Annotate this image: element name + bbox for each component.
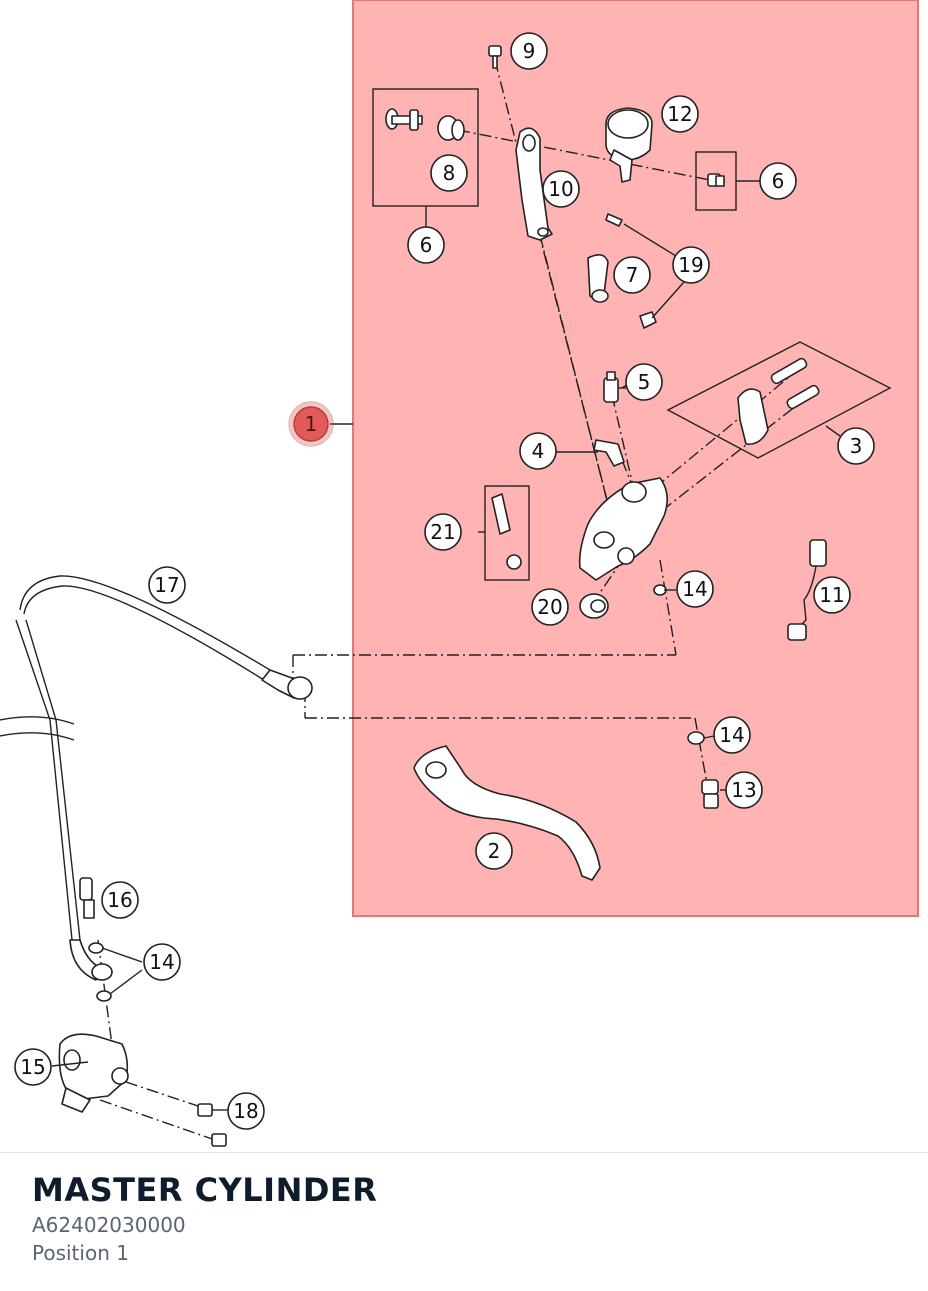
callout-6-left[interactable]: 6	[407, 226, 445, 264]
svg-text:15: 15	[20, 1055, 45, 1079]
slave-cylinder-part-15	[58, 1033, 129, 1113]
svg-text:14: 14	[682, 577, 707, 601]
bracket-part-10	[515, 127, 553, 241]
callout-19[interactable]: 19	[672, 246, 710, 284]
svg-text:11: 11	[819, 583, 844, 607]
pin-part-21	[491, 493, 522, 570]
svg-text:10: 10	[548, 177, 573, 201]
callout-10[interactable]: 10	[542, 170, 580, 208]
callout-8[interactable]: 8	[430, 154, 468, 192]
master-cylinder-body	[578, 477, 668, 581]
bolt-part-13	[701, 779, 719, 809]
callout-14-upper[interactable]: 14	[676, 570, 714, 608]
svg-text:14: 14	[149, 950, 174, 974]
washer-part-14-lower	[687, 731, 705, 745]
svg-text:17: 17	[154, 573, 179, 597]
svg-text:2: 2	[488, 839, 501, 863]
clamp-part-3	[737, 357, 820, 446]
callout-16[interactable]: 16	[101, 881, 139, 919]
assembly-title: MASTER CYLINDER	[32, 1171, 378, 1209]
callout-15[interactable]: 15	[14, 1048, 52, 1086]
screw-part-9	[488, 45, 502, 69]
callout-9[interactable]: 9	[510, 32, 548, 70]
svg-text:20: 20	[537, 595, 562, 619]
hose-part-7	[587, 254, 609, 303]
svg-text:6: 6	[420, 233, 433, 257]
svg-text:13: 13	[731, 778, 756, 802]
svg-text:16: 16	[107, 888, 132, 912]
svg-text:5: 5	[638, 370, 651, 394]
svg-text:4: 4	[532, 439, 545, 463]
parts-diagram: 1 9 12 8 6 10 6 19 7 5 3 4 21 17 14 11 2…	[0, 0, 919, 1147]
svg-text:19: 19	[678, 253, 703, 277]
part-number: A62402030000	[32, 1213, 186, 1237]
callout-17[interactable]: 17	[148, 566, 186, 604]
callout-20[interactable]: 20	[531, 588, 569, 626]
bolts-part-18	[197, 1103, 227, 1147]
grommet-part-20	[579, 593, 609, 619]
callout-6-right[interactable]: 6	[759, 162, 797, 200]
sensor-part-11	[787, 539, 827, 641]
part-3-frame	[666, 341, 892, 459]
svg-text:3: 3	[850, 434, 863, 458]
position-label: Position 1	[32, 1241, 129, 1265]
assembly-info-panel: MASTER CYLINDER A62402030000 Position 1	[0, 1152, 928, 1291]
svg-text:6: 6	[772, 169, 785, 193]
pin-part-8	[385, 108, 465, 141]
svg-text:14: 14	[719, 723, 744, 747]
fitting-part-5	[603, 371, 619, 403]
screw-part-19	[605, 213, 657, 329]
callout-2[interactable]: 2	[475, 832, 513, 870]
callout-18[interactable]: 18	[227, 1092, 265, 1130]
callout-21[interactable]: 21	[424, 513, 462, 551]
fitting-part-6	[707, 173, 725, 187]
lever-part-2	[413, 745, 601, 881]
callout-5[interactable]: 5	[625, 363, 663, 401]
callout-4[interactable]: 4	[519, 432, 557, 470]
bleeder-part-16	[79, 877, 95, 919]
svg-text:7: 7	[626, 263, 639, 287]
fitting-part-4	[593, 439, 625, 467]
callout-11[interactable]: 11	[813, 576, 851, 614]
callout-3[interactable]: 3	[837, 427, 875, 465]
callout-12[interactable]: 12	[661, 95, 699, 133]
part-21-box	[484, 485, 530, 581]
svg-text:8: 8	[443, 161, 456, 185]
callout-14-lower[interactable]: 14	[143, 943, 181, 981]
svg-text:21: 21	[430, 520, 455, 544]
callout-1-highlighted[interactable]: 1	[288, 401, 334, 447]
callout-14-middle[interactable]: 14	[713, 716, 751, 754]
svg-text:18: 18	[233, 1099, 258, 1123]
brake-line-part-17	[0, 575, 313, 981]
reservoir-part-12	[605, 107, 653, 183]
svg-text:12: 12	[667, 102, 692, 126]
svg-text:1: 1	[305, 412, 318, 436]
callout-13[interactable]: 13	[725, 771, 763, 809]
svg-text:9: 9	[523, 39, 536, 63]
callout-7[interactable]: 7	[613, 256, 651, 294]
